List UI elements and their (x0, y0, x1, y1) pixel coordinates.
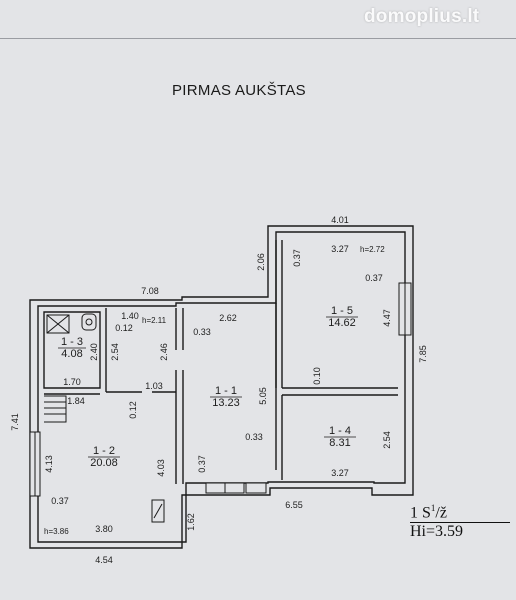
sheet-edge-line (0, 38, 516, 39)
stairs-symbol (44, 395, 67, 423)
scale-slash: /ž (435, 504, 447, 522)
dim-447: 4.47 (382, 309, 392, 327)
wall-room14-left (275, 395, 283, 480)
room-1-1-area: 13.23 (212, 397, 240, 409)
dim-170: 1.70 (63, 377, 81, 387)
dim-033-b: 0.33 (245, 432, 263, 442)
room-1-3-area: 4.08 (61, 348, 82, 360)
height-room15: h=2.72 (360, 245, 385, 254)
dim-246: 2.46 (159, 343, 169, 361)
scale-line2: Hi=3.59 (410, 523, 464, 541)
dim-254-b: 2.54 (382, 431, 392, 449)
shower-fixture (46, 314, 70, 334)
dim-162: 1.62 (186, 513, 196, 531)
scale-sup: 1 (430, 503, 436, 513)
dim-033-a: 0.33 (193, 327, 211, 337)
toilet-fixture (81, 313, 97, 331)
room-1-4-id: 1 - 4 (329, 425, 351, 437)
height-room11: h=2.11 (142, 316, 167, 325)
room-1-2-area: 20.08 (90, 457, 118, 469)
watermark-logo: domoplius.lt (364, 6, 480, 27)
room-1-2-id: 1 - 2 (93, 445, 115, 457)
dim-140: 1.40 (121, 311, 139, 321)
dim-010: 0.10 (312, 367, 322, 385)
window-bottom-2 (245, 482, 267, 494)
dim-037-top: 0.37 (292, 249, 302, 267)
wall-room15-left (275, 240, 283, 388)
dim-655: 6.55 (285, 500, 303, 510)
height-room12: h=3.86 (44, 527, 69, 536)
wall-corridor (44, 391, 176, 395)
outer-wall-inner (37, 231, 406, 543)
dim-401: 4.01 (331, 215, 349, 225)
outer-wall-outer (29, 225, 414, 549)
scale-line1: 1 S (410, 504, 431, 522)
plan-title: PIRMAS AUKŠTAS (172, 82, 306, 99)
room-1-5-area: 14.62 (328, 317, 356, 329)
dim-012-b: 0.12 (128, 401, 138, 419)
wall-room13 (43, 308, 107, 392)
dim-327-top: 3.27 (331, 244, 349, 254)
dim-785: 7.85 (418, 345, 428, 363)
dim-454: 4.54 (95, 555, 113, 565)
dim-037-c: 0.37 (197, 455, 207, 473)
scale-note: 1 S1/ž Hi=3.59 (410, 500, 510, 541)
dim-413: 4.13 (44, 455, 54, 473)
room-1-5-id: 1 - 5 (331, 305, 353, 317)
room-1-1-id: 1 - 1 (215, 385, 237, 397)
room-1-3-id: 1 - 3 (61, 336, 83, 348)
dim-505: 5.05 (258, 387, 268, 405)
dim-037-left: 0.37 (51, 496, 69, 506)
dim-380: 3.80 (95, 524, 113, 534)
boiler-symbol (151, 499, 165, 523)
dim-708: 7.08 (141, 286, 159, 296)
dim-184: 1.84 (67, 396, 85, 406)
dim-327-bottom: 3.27 (331, 468, 349, 478)
dim-254-a: 2.54 (110, 343, 120, 361)
wall-room15-bottom (282, 387, 398, 396)
dim-240: 2.40 (89, 343, 99, 361)
dim-206: 2.06 (256, 253, 266, 271)
dim-262: 2.62 (219, 313, 237, 323)
dim-403: 4.03 (156, 459, 166, 477)
room-1-4-area: 8.31 (329, 437, 350, 449)
wall-room11-left (175, 308, 184, 484)
dim-103: 1.03 (145, 381, 163, 391)
dim-012-a: 0.12 (115, 323, 133, 333)
dim-037-right: 0.37 (365, 273, 383, 283)
dim-741: 7.41 (10, 413, 20, 431)
